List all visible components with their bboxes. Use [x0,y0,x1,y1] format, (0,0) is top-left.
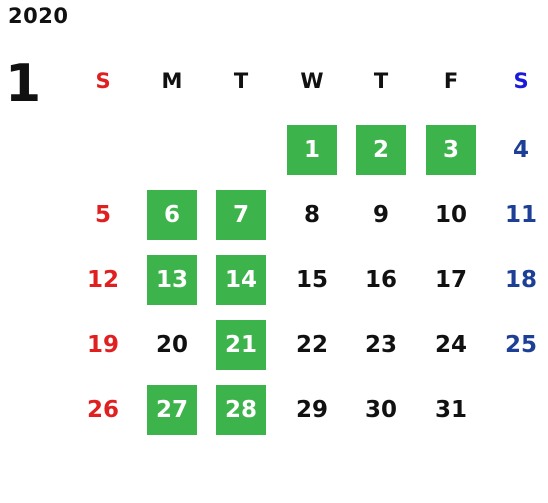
calendar-year: 2020 [8,4,69,28]
day-cell[interactable]: 23 [364,332,397,358]
day-cell[interactable]: 7 [216,190,266,240]
day-cell[interactable]: 30 [364,397,397,423]
day-cell[interactable]: 21 [216,320,266,370]
day-cell[interactable]: 17 [434,267,467,293]
day-cell[interactable]: 26 [86,397,119,423]
weekday-header: T [233,69,249,93]
weekday-header: F [443,69,459,93]
weekday-header: S [513,69,529,93]
day-cell[interactable]: 31 [434,397,467,423]
weekday-header: T [373,69,389,93]
day-cell[interactable]: 18 [504,267,537,293]
day-cell[interactable]: 29 [295,397,328,423]
day-cell[interactable]: 24 [434,332,467,358]
day-cell[interactable]: 19 [86,332,119,358]
day-cell[interactable]: 3 [426,125,476,175]
day-cell[interactable]: 25 [504,332,537,358]
day-cell[interactable]: 15 [295,267,328,293]
day-cell[interactable]: 28 [216,385,266,435]
day-cell[interactable]: 4 [512,137,529,163]
day-cell[interactable]: 12 [86,267,119,293]
day-cell[interactable]: 16 [364,267,397,293]
day-cell[interactable]: 22 [295,332,328,358]
day-cell[interactable]: 8 [303,202,320,228]
day-cell[interactable]: 20 [155,332,188,358]
day-cell[interactable]: 2 [356,125,406,175]
day-cell[interactable]: 13 [147,255,197,305]
day-cell[interactable]: 9 [372,202,389,228]
calendar-month: 1 [5,54,42,114]
day-cell[interactable]: 14 [216,255,266,305]
day-cell[interactable]: 5 [94,202,111,228]
day-cell[interactable]: 11 [504,202,537,228]
weekday-header: W [300,69,324,93]
day-cell[interactable]: 10 [434,202,467,228]
day-cell[interactable]: 6 [147,190,197,240]
day-cell[interactable]: 27 [147,385,197,435]
weekday-header: S [95,69,111,93]
weekday-header: M [161,69,183,93]
day-cell[interactable]: 1 [287,125,337,175]
